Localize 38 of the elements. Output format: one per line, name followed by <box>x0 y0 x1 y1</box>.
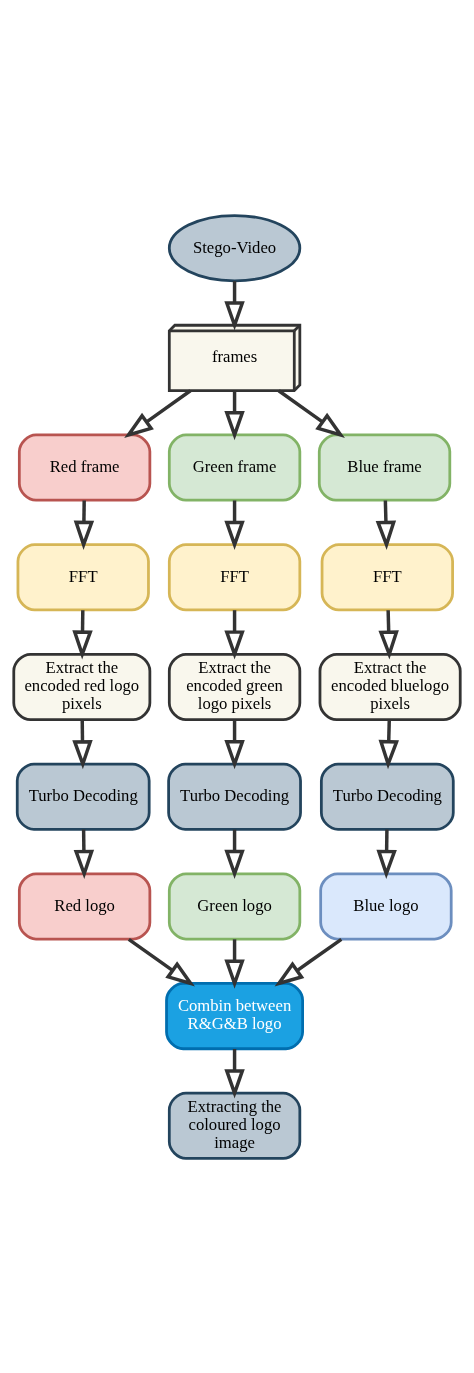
node-box: FFT <box>320 542 454 611</box>
node-box: FFT <box>167 542 302 611</box>
arrow <box>378 719 399 769</box>
arrow <box>224 500 245 550</box>
node-box: Green logo <box>167 871 302 940</box>
node-box: Blue logo <box>319 871 453 940</box>
arrow <box>224 1048 245 1098</box>
node-box: FFT <box>16 542 150 611</box>
node-box: Red logo <box>17 871 152 940</box>
arrow <box>277 388 345 438</box>
arrow <box>378 609 399 660</box>
node-box: Combin between R&G&B logo <box>165 981 304 1050</box>
node-box: Blue frame <box>317 433 452 502</box>
arrow <box>224 938 245 989</box>
arrow <box>224 609 245 660</box>
node-box: Extract the encoded green logo pixels <box>167 652 302 721</box>
arrow <box>73 499 95 550</box>
arrow <box>124 388 192 438</box>
node-ellipse: Stego-Video <box>167 213 302 282</box>
arrow <box>72 719 93 769</box>
node-box: Extracting the coloured logo image <box>167 1091 302 1160</box>
node-box: Green frame <box>167 433 302 502</box>
arrow <box>224 719 245 769</box>
node-box: Turbo Decoding <box>319 762 455 831</box>
arrow <box>274 937 343 986</box>
arrow <box>376 829 397 879</box>
arrow <box>72 609 93 660</box>
arrow <box>224 280 245 330</box>
node-box: Extract the encoded red logo pixels <box>12 652 152 721</box>
node-box: Turbo Decoding <box>15 762 151 831</box>
node-box: Extract the encoded bluelogo pixels <box>318 652 462 721</box>
arrow <box>224 390 245 440</box>
arrow <box>73 829 95 879</box>
arrow <box>375 499 397 550</box>
arrow <box>127 937 195 986</box>
arrow <box>224 829 245 879</box>
node-box: Turbo Decoding <box>167 762 302 831</box>
node-box: Red frame <box>17 433 152 502</box>
